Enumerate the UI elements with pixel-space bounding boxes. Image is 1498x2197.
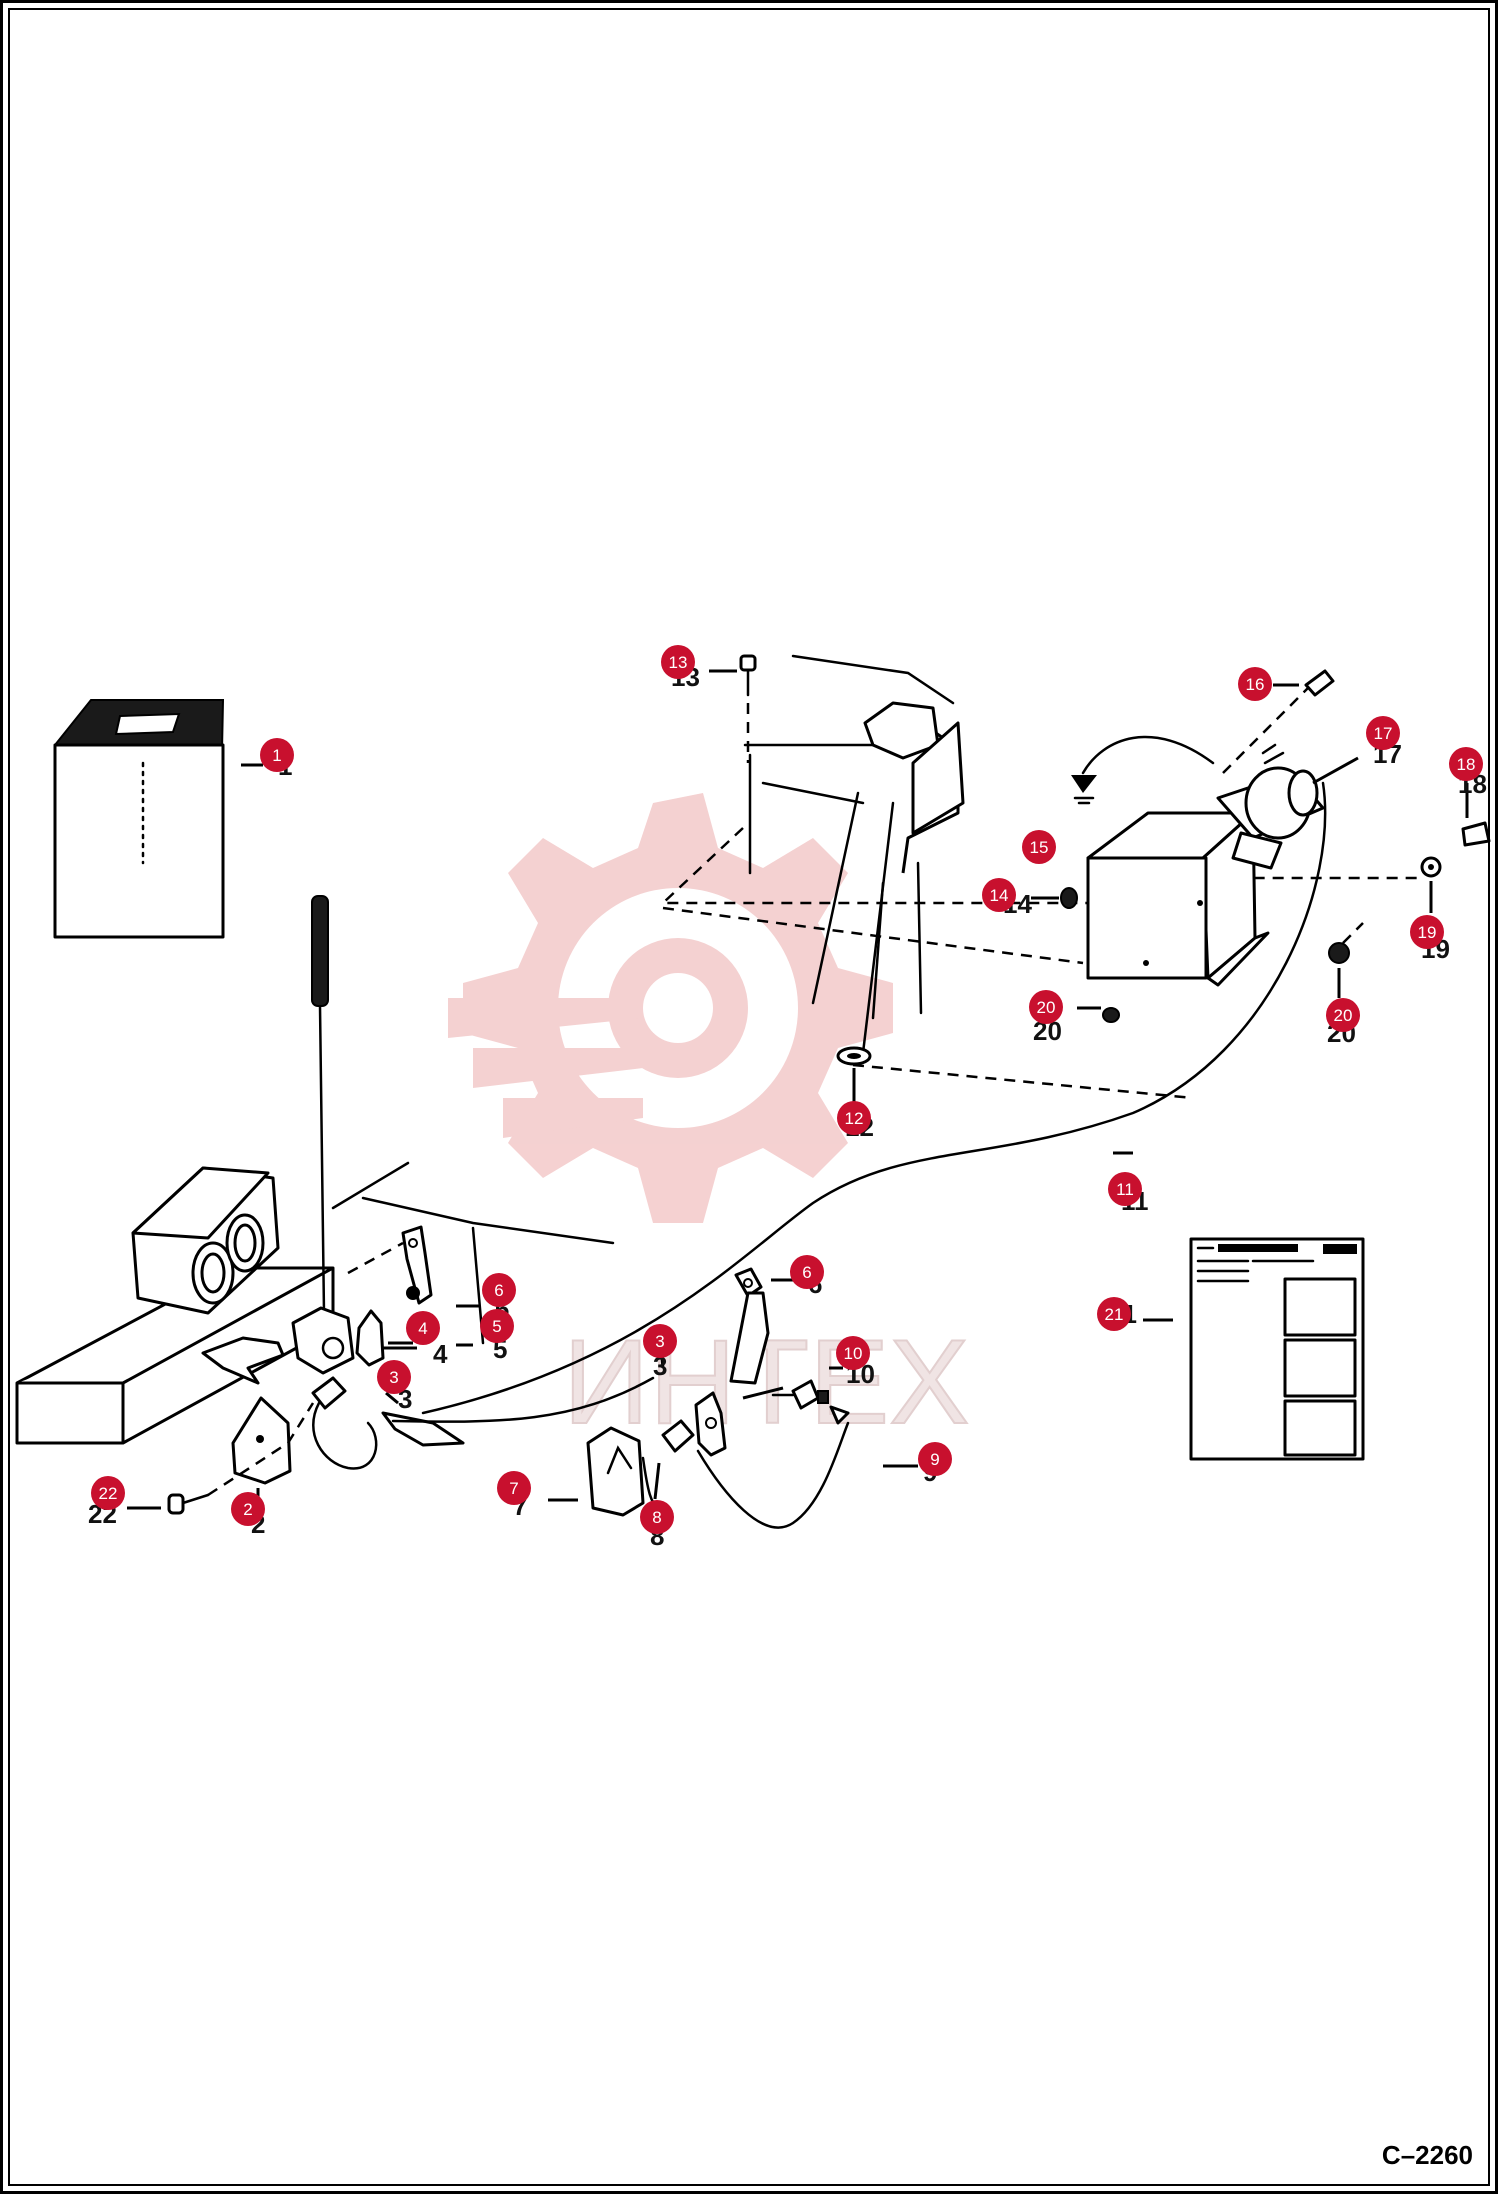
callout-6a: 6 (482, 1273, 516, 1307)
svg-text:4: 4 (418, 1319, 427, 1338)
part-18-bolt (1461, 821, 1491, 847)
part-14-nut (1060, 887, 1078, 909)
callout-2: 2 (231, 1492, 265, 1526)
part-10-switch (742, 1379, 850, 1425)
watermark-logo (448, 793, 893, 1223)
svg-text:8: 8 (652, 1508, 661, 1527)
callout-7: 7 (497, 1471, 531, 1505)
svg-text:2: 2 (243, 1500, 252, 1519)
callout-9: 9 (918, 1442, 952, 1476)
svg-text:11: 11 (1116, 1180, 1134, 1199)
callout-14: 14 (982, 878, 1016, 912)
svg-text:20: 20 (1037, 998, 1056, 1017)
callout-20a: 20 (1029, 990, 1063, 1024)
svg-text:15: 15 (1030, 838, 1049, 857)
part-6-terminal-left (401, 1225, 433, 1305)
svg-text:1: 1 (272, 746, 281, 765)
part-3-switch-left (311, 1376, 655, 1470)
svg-text:5: 5 (492, 1317, 501, 1336)
part-20-nut-a (1102, 1007, 1120, 1023)
svg-text:22: 22 (99, 1484, 118, 1503)
part-13-bolt (739, 654, 757, 697)
callout-16: 16 (1238, 667, 1272, 701)
part-13-frame-section (743, 654, 965, 1055)
part-2-bracket (231, 1396, 292, 1485)
callout-1: 1 (260, 738, 294, 772)
svg-text:6: 6 (802, 1263, 811, 1282)
callout-12: 12 (837, 1101, 871, 1135)
svg-text:3: 3 (389, 1368, 398, 1387)
callout-15: 15 (1022, 830, 1056, 864)
callout-4: 4 (406, 1311, 440, 1345)
svg-text:7: 7 (509, 1479, 518, 1498)
svg-text:4: 4 (433, 1339, 448, 1369)
part-15-mount-bracket (1086, 811, 1270, 987)
part-16-bolt (1304, 669, 1335, 697)
callout-13: 13 (661, 645, 695, 679)
part-1-box (53, 699, 225, 939)
parts-diagram: ИНТЕХ (15, 645, 1491, 1551)
svg-text:10: 10 (844, 1344, 863, 1363)
svg-text:6: 6 (494, 1281, 503, 1300)
callout-3a: 3 (377, 1360, 411, 1394)
callout-20b: 20 (1326, 998, 1360, 1032)
part-17-motor (1216, 743, 1325, 870)
console-gauge-panel (15, 1161, 615, 1445)
callout-11: 11 (1108, 1172, 1142, 1206)
callout-19: 19 (1410, 915, 1444, 949)
control-lever (291, 895, 355, 1375)
svg-text:16: 16 (1246, 675, 1265, 694)
callout-8: 8 (640, 1500, 674, 1534)
part-6-terminal-right (729, 1267, 770, 1385)
part-22-bolt (167, 1493, 210, 1515)
svg-text:9: 9 (930, 1450, 939, 1469)
svg-text:12: 12 (845, 1109, 864, 1128)
callout-3b: 3 (643, 1324, 677, 1358)
svg-text:3: 3 (653, 1351, 667, 1381)
svg-text:18: 18 (1457, 755, 1476, 774)
svg-text:13: 13 (669, 653, 688, 672)
part-21-decal (1189, 1237, 1365, 1461)
part-20-nut-b (1328, 942, 1350, 964)
part-19-nut (1420, 856, 1442, 878)
callout-6b: 6 (790, 1255, 824, 1289)
svg-text:19: 19 (1418, 923, 1437, 942)
svg-text:17: 17 (1374, 724, 1393, 743)
callout-17: 17 (1366, 716, 1400, 750)
svg-text:3: 3 (655, 1332, 664, 1351)
svg-text:20: 20 (1334, 1006, 1353, 1025)
svg-text:21: 21 (1105, 1305, 1124, 1324)
callout-18: 18 (1449, 747, 1483, 781)
callout-5: 5 (480, 1309, 514, 1343)
part-7-bracket (586, 1426, 645, 1517)
callout-10: 10 (836, 1336, 870, 1370)
callout-22: 22 (91, 1476, 125, 1510)
part-4-washer (355, 1286, 420, 1367)
drawing-code: C–2260 (1381, 2140, 1473, 2170)
callout-21: 21 (1097, 1297, 1131, 1331)
part-3-terminal-right (694, 1391, 727, 1457)
svg-text:14: 14 (990, 886, 1009, 905)
part-12-grommet (836, 1046, 872, 1066)
